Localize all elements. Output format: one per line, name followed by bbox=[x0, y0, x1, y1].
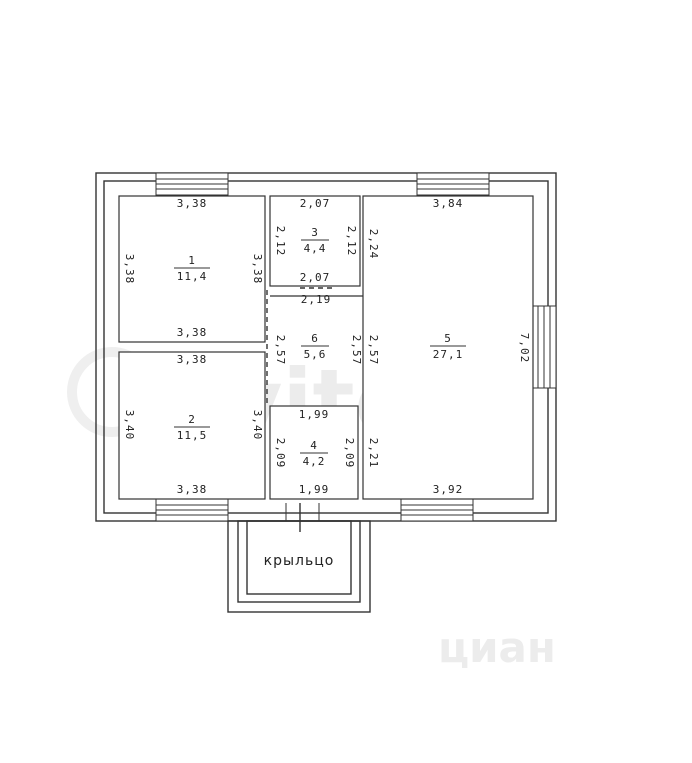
room-1-right-dim: 3,38 bbox=[251, 254, 264, 285]
window-top-left bbox=[155, 172, 229, 196]
room-5-outline bbox=[362, 195, 534, 500]
room-2-number: 2 bbox=[188, 413, 196, 426]
room-1: 1 11,4 3,38 3,38 3,38 3,38 bbox=[123, 197, 264, 339]
room-4-area: 4,2 bbox=[303, 455, 326, 468]
room-2-left-dim: 3,40 bbox=[123, 410, 136, 441]
room-5-right-dim: 7,02 bbox=[518, 333, 531, 364]
room-6: 6 5,6 2,19 2,57 2,57 bbox=[274, 293, 363, 365]
room-1-left-dim: 3,38 bbox=[123, 254, 136, 285]
room-3: 3 4,4 2,07 2,07 2,12 2,12 bbox=[274, 197, 358, 284]
porch-label: крыльцо bbox=[264, 553, 335, 569]
room-5-left-mid-dim: 2,57 bbox=[367, 335, 380, 366]
room-3-right-dim: 2,12 bbox=[345, 226, 358, 257]
room-6-area: 5,6 bbox=[304, 348, 327, 361]
room-3-area: 4,4 bbox=[304, 242, 327, 255]
window-top-right bbox=[416, 172, 490, 196]
room-1-area: 11,4 bbox=[177, 270, 208, 283]
room-5-top-dim: 3,84 bbox=[433, 197, 464, 210]
room-3-outline bbox=[269, 195, 361, 287]
room-4: 4 4,2 1,99 1,99 2,09 2,09 bbox=[274, 408, 356, 496]
room-3-bottom-dim: 2,07 bbox=[300, 271, 331, 284]
room-6-right-dim: 2,57 bbox=[350, 335, 363, 366]
window-right bbox=[531, 305, 557, 389]
hall-partitions bbox=[266, 287, 363, 404]
porch: крыльцо bbox=[227, 503, 371, 613]
room-2-right-dim: 3,40 bbox=[251, 410, 264, 441]
room-5-number: 5 bbox=[444, 332, 452, 345]
room-6-top-dim: 2,19 bbox=[301, 293, 332, 306]
room-2-area: 11,5 bbox=[177, 429, 208, 442]
cian-watermark: циан bbox=[438, 623, 556, 672]
room-5-left-lower-dim: 2,21 bbox=[367, 438, 380, 469]
room-3-top-dim: 2,07 bbox=[300, 197, 331, 210]
room-5: 5 27,1 3,84 3,92 2,24 2,57 2,21 7,02 bbox=[367, 197, 531, 496]
room-2-bottom-dim: 3,38 bbox=[177, 483, 208, 496]
window-bottom-left bbox=[155, 498, 229, 522]
room-2: 2 11,5 3,38 3,38 3,40 3,40 bbox=[123, 353, 264, 496]
room-4-right-dim: 2,09 bbox=[343, 438, 356, 469]
room-4-number: 4 bbox=[310, 439, 318, 452]
room-4-left-dim: 2,09 bbox=[274, 438, 287, 469]
room-6-left-dim: 2,57 bbox=[274, 335, 287, 366]
room-1-bottom-dim: 3,38 bbox=[177, 326, 208, 339]
room-4-top-dim: 1,99 bbox=[299, 408, 330, 421]
room-1-outline bbox=[118, 195, 266, 343]
room-3-number: 3 bbox=[311, 226, 319, 239]
room-3-left-dim: 2,12 bbox=[274, 226, 287, 257]
window-bottom-right bbox=[400, 498, 474, 522]
room-1-top-dim: 3,38 bbox=[177, 197, 208, 210]
room-2-outline bbox=[118, 351, 266, 500]
room-5-bottom-dim: 3,92 bbox=[433, 483, 464, 496]
room-4-bottom-dim: 1,99 bbox=[299, 483, 330, 496]
room-1-number: 1 bbox=[188, 254, 196, 267]
room-5-area: 27,1 bbox=[433, 348, 464, 361]
room-5-left-upper-dim: 2,24 bbox=[367, 229, 380, 260]
room-2-top-dim: 3,38 bbox=[177, 353, 208, 366]
room-6-number: 6 bbox=[311, 332, 319, 345]
